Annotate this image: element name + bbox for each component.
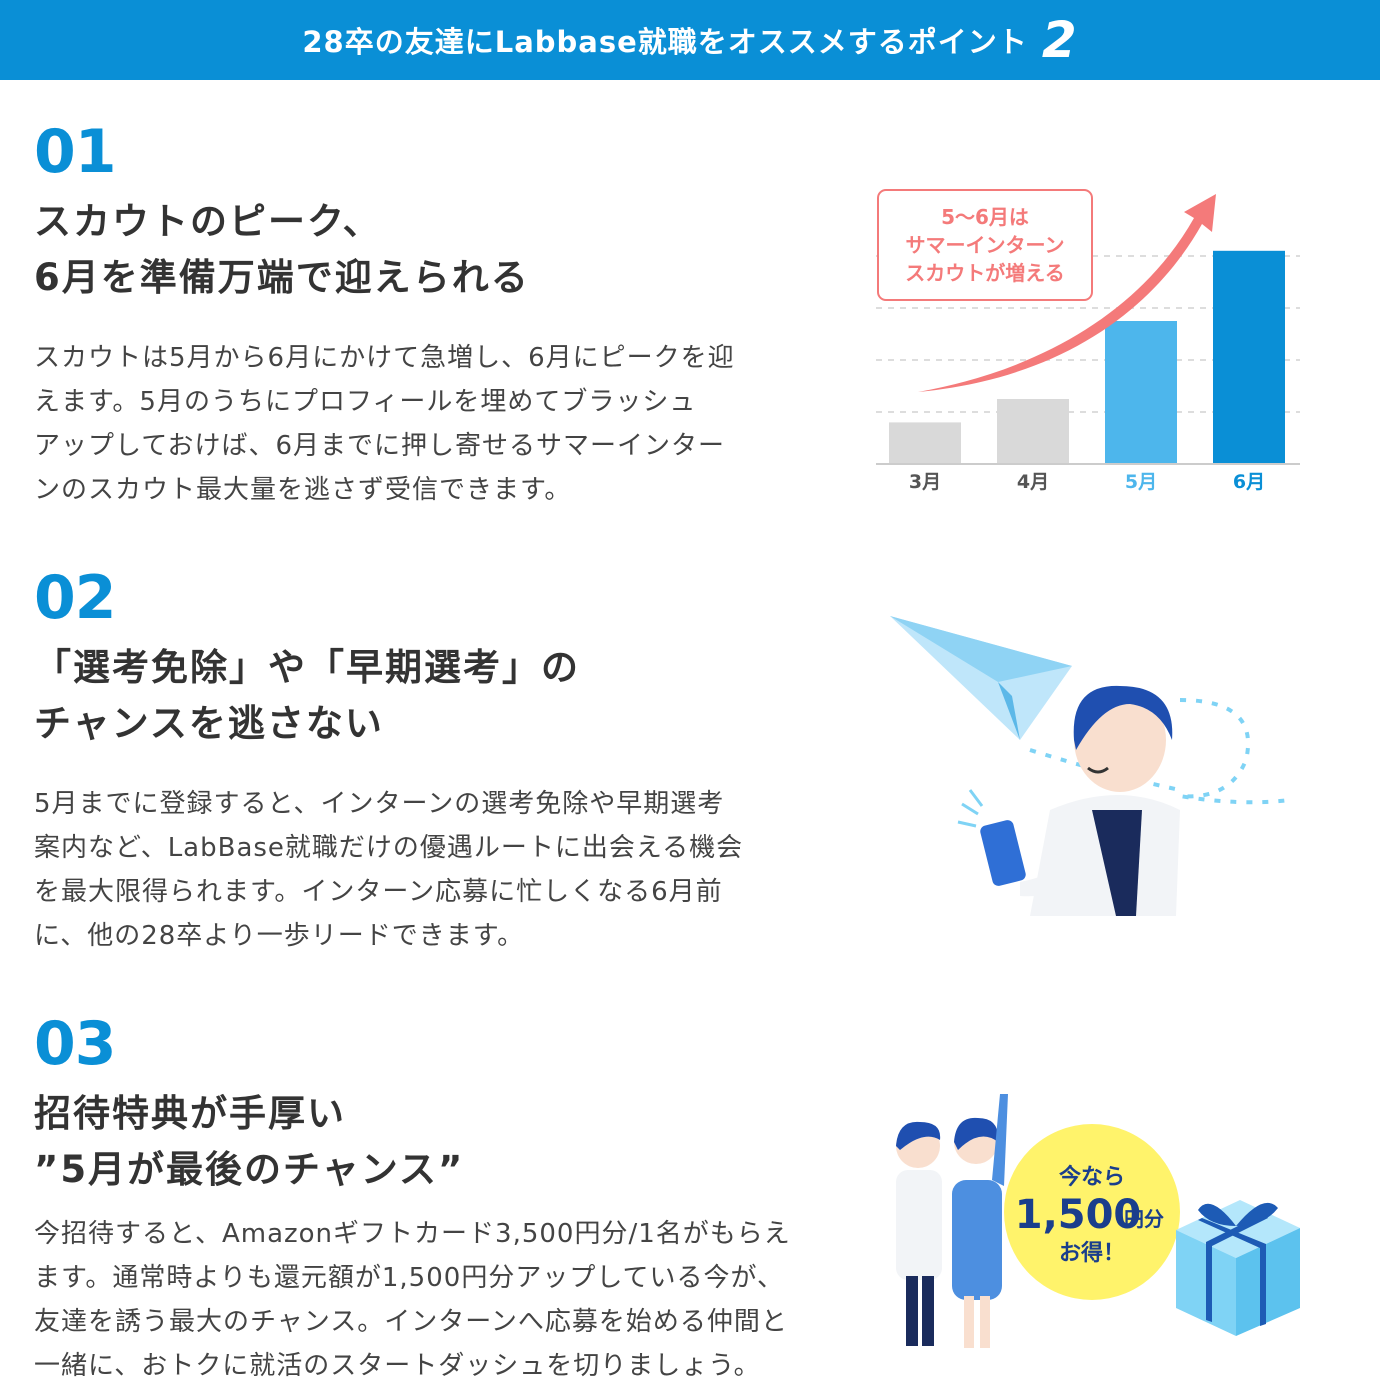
body-line: スカウトは5月から6月にかけて急増し、6月にピークを迎 xyxy=(34,343,735,373)
gift-box-icon xyxy=(1176,1200,1300,1336)
person-hair xyxy=(1073,685,1173,750)
chart-bar xyxy=(889,422,961,464)
paper-plane-fold xyxy=(998,682,1020,740)
point-body: 5月までに登録すると、インターンの選考免除や早期選考 案内など、LabBase就… xyxy=(34,782,824,958)
paper-plane-icon xyxy=(890,616,1072,740)
scout-growth-chart: 5〜6月は サマーインターン スカウトが増える 3月 4月 5月 6月 xyxy=(876,189,1300,493)
point-body: 今招待すると、Amazonギフトカード3,500円分/1名がもらえ ます。通常時… xyxy=(34,1212,824,1388)
chart-category-label: 5月 xyxy=(1125,471,1157,493)
body-line: ンのスカウト最大量を逃さず受信できます。 xyxy=(34,475,572,505)
point-01: 01 スカウトのピーク、 6月を準備万端で迎えられる スカウトは5月から6月にか… xyxy=(34,122,824,512)
person-arm xyxy=(1020,862,1076,897)
heading-line: チャンスを逃さない xyxy=(34,702,384,745)
chart-bar xyxy=(997,399,1069,464)
chart-category-label: 6月 xyxy=(1233,471,1265,493)
section-banner: 28卒の友達にLabbase就職をオススメするポイント 2 xyxy=(0,0,1380,80)
paper-plane-wing xyxy=(890,616,1072,682)
point-02: 02 「選考免除」や「早期選考」の チャンスを逃さない 5月までに登録すると、イ… xyxy=(34,568,824,958)
point-heading: 招待特典が手厚い ”5月が最後のチャンス” xyxy=(34,1086,824,1198)
chart-category-label: 3月 xyxy=(909,471,941,493)
point-number: 03 xyxy=(34,1009,117,1079)
body-line: 今招待すると、Amazonギフトカード3,500円分/1名がもらえ xyxy=(34,1219,791,1249)
point-number: 02 xyxy=(34,563,117,633)
body-line: 案内など、LabBase就職だけの優遇ルートに出会える機会 xyxy=(34,833,744,863)
chart-annotation-line: 5〜6月は xyxy=(941,205,1029,229)
badge-line-1: 今なら xyxy=(1059,1164,1125,1190)
point-number: 01 xyxy=(34,117,117,187)
chart-bar xyxy=(1105,321,1177,464)
badge-line-3: お得！ xyxy=(1059,1240,1125,1266)
person-smile xyxy=(1087,766,1109,774)
smartphone-icon xyxy=(980,820,1026,886)
flight-path xyxy=(1179,698,1291,805)
phone-buzz-lines xyxy=(957,789,984,828)
badge-unit: 円分 xyxy=(1124,1207,1164,1231)
person-shirt xyxy=(1092,810,1142,916)
chart-annotation-line: サマーインターン xyxy=(906,233,1065,257)
heading-line: ”5月が最後のチャンス” xyxy=(34,1148,465,1191)
body-line: 5月までに登録すると、インターンの選考免除や早期選考 xyxy=(34,789,725,819)
body-line: 一緒に、おトクに就活のスタートダッシュを切りましょう。 xyxy=(34,1351,761,1381)
chart-annotation-line: スカウトが増える xyxy=(905,261,1064,285)
point-heading: 「選考免除」や「早期選考」の チャンスを逃さない xyxy=(34,640,824,752)
bonus-badge xyxy=(1004,1124,1180,1300)
body-line: を最大限得られます。インターン応募に忙しくなる6月前 xyxy=(34,877,723,907)
heading-line: 6月を準備万端で迎えられる xyxy=(34,256,530,299)
chart-annotation-box xyxy=(877,189,1093,301)
point-heading: スカウトのピーク、 6月を準備万端で迎えられる xyxy=(34,194,824,306)
banner-title: 28卒の友達にLabbase就職をオススメするポイント xyxy=(302,25,1028,59)
heading-line: 「選考免除」や「早期選考」の xyxy=(34,646,580,689)
point-body: スカウトは5月から6月にかけて急増し、6月にピークを迎 えます。5月のうちにプロ… xyxy=(34,336,824,512)
heading-line: スカウトのピーク、 xyxy=(34,200,382,243)
researchers-illustration xyxy=(896,1094,1008,1348)
paper-plane-illustration xyxy=(890,616,1291,916)
heading-line: 招待特典が手厚い xyxy=(34,1092,346,1135)
badge-amount: 1,500 xyxy=(1015,1192,1142,1238)
body-line: えます。5月のうちにプロフィールを埋めてブラッシュ xyxy=(34,387,697,417)
chart-bar xyxy=(1213,250,1285,464)
chart-category-label: 4月 xyxy=(1017,471,1049,493)
body-line: ます。通常時よりも還元額が1,500円分アップしている今が、 xyxy=(34,1263,785,1293)
body-line: 友達を誘う最大のチャンス。インターンへ応募を始める仲間と xyxy=(34,1307,788,1337)
body-line: に、他の28卒より一歩リードできます。 xyxy=(34,921,525,951)
point-03: 03 招待特典が手厚い ”5月が最後のチャンス” 今招待すると、Amazonギフ… xyxy=(34,1014,824,1388)
banner-point-number: 2 xyxy=(1041,11,1078,69)
gift-campaign-illustration: 今なら 1,500 円分 お得！ xyxy=(896,1094,1300,1348)
body-line: アップしておけば、6月までに押し寄せるサマーインター xyxy=(34,431,725,461)
